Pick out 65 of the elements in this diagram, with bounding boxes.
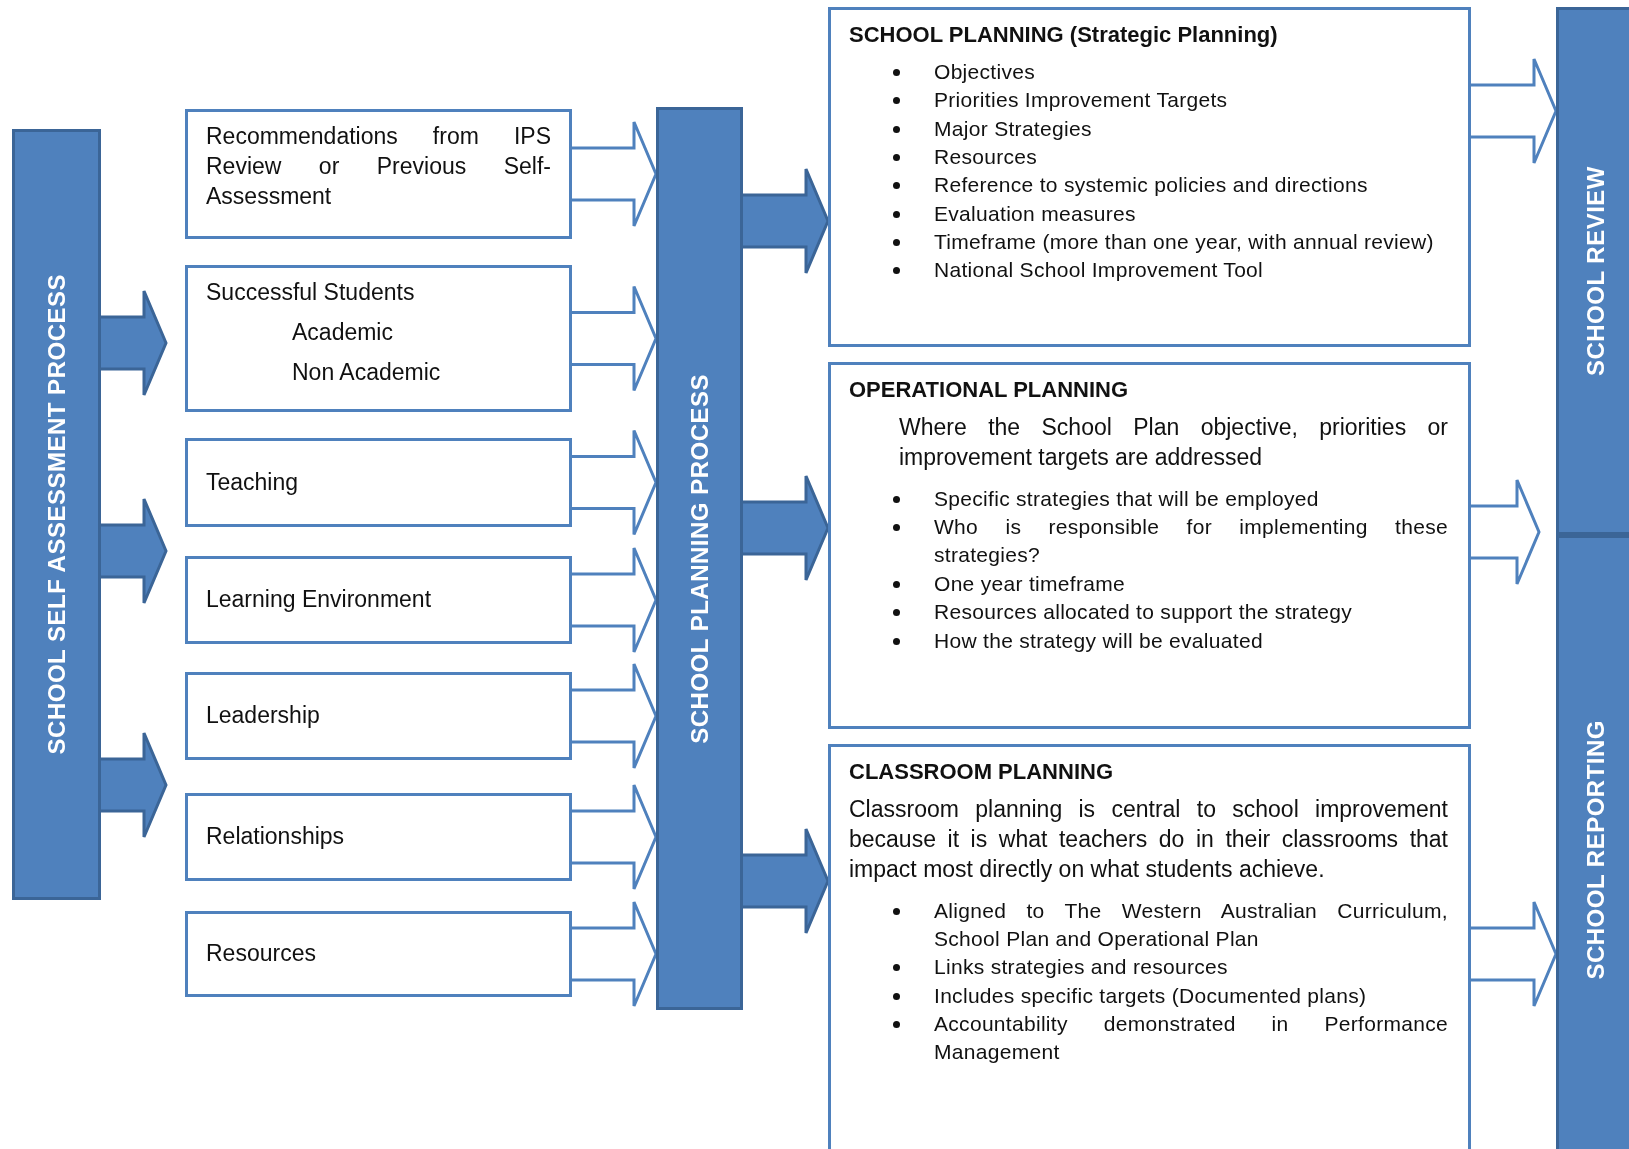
text-box xyxy=(185,911,572,997)
text-box xyxy=(185,109,572,239)
box-text: Learning Environment xyxy=(206,585,433,615)
bullet-item: One year timeframe xyxy=(934,570,1126,597)
bullet-item: Includes specific targets (Documented plans) xyxy=(934,982,1368,1009)
bullet-item: Specific strategies that will be employed xyxy=(934,485,1320,512)
block-arrow xyxy=(570,662,658,770)
box-text: Successful Students xyxy=(206,278,416,307)
text-box xyxy=(185,556,572,644)
text-box xyxy=(185,438,572,527)
block-arrow xyxy=(570,546,658,654)
block-arrow xyxy=(570,900,658,1008)
bullet-item: Resources xyxy=(934,144,1039,171)
block-arrow xyxy=(570,120,658,228)
bullet-item: Evaluation measures xyxy=(934,200,1137,227)
vertical-label: SCHOOL SELF ASSESSMENT PROCESS xyxy=(42,274,71,755)
block-arrow xyxy=(1469,57,1558,165)
bullet-item: National School Improvement Tool xyxy=(934,257,1265,284)
bullet-item: Timeframe (more than one year, with annual review) xyxy=(934,229,1435,256)
bullet-item: Objectives xyxy=(934,59,1037,85)
block-arrow xyxy=(1469,478,1541,586)
bullet-item: How the strategy will be evaluated xyxy=(934,627,1264,654)
text-box xyxy=(185,793,572,881)
heading: CLASSROOM PLANNING xyxy=(849,759,1114,785)
paragraph: Classroom planning is central to school improvement because it is what teachers do in their classrooms that impact most directly on what students achieve. xyxy=(849,795,1448,884)
heading: OPERATIONAL PLANNING xyxy=(849,377,1130,403)
box-text: Teaching xyxy=(206,467,300,497)
box-text: Relationships xyxy=(206,822,346,852)
process-bar xyxy=(12,129,101,900)
bullet-item: Reference to systemic policies and directions xyxy=(934,172,1369,199)
paragraph: Where the School Plan objective, priorities or improvement targets are addressed xyxy=(898,413,1448,472)
process-bar xyxy=(656,107,743,1010)
text-box xyxy=(185,265,572,412)
block-arrow xyxy=(741,827,830,935)
heading: SCHOOL PLANNING (Strategic Planning) xyxy=(849,22,1279,48)
vertical-label: SCHOOL REVIEW xyxy=(1582,165,1610,377)
bullet-item: Aligned to The Western Australian Curriculum, School Plan and Operational Plan xyxy=(934,897,1448,952)
block-arrow xyxy=(99,497,168,605)
box-text: Recommendations from IPS Review or Previous Self-Assessment xyxy=(206,122,551,211)
text-box xyxy=(828,7,1471,347)
vertical-label: SCHOOL REPORTING xyxy=(1582,720,1610,980)
block-arrow xyxy=(570,783,658,891)
box-text: Resources xyxy=(206,939,317,969)
bullet-item: Links strategies and resources xyxy=(934,954,1229,981)
bullet-item: Resources allocated to support the strategy xyxy=(934,599,1353,626)
text-box xyxy=(828,744,1471,1149)
bullet-item: Priorities Improvement Targets xyxy=(934,87,1229,114)
text-box xyxy=(828,362,1471,729)
box-text: Academic xyxy=(291,317,394,347)
box-text: Non Academic xyxy=(291,357,442,387)
bullet-item: Who is responsible for implementing these strategies? xyxy=(934,514,1448,569)
bullet-item: Major Strategies xyxy=(934,115,1093,142)
block-arrow xyxy=(570,285,658,392)
block-arrow xyxy=(99,731,168,839)
bullet-item: Accountability demonstrated in Performance Management xyxy=(934,1011,1448,1066)
process-bar xyxy=(1556,7,1629,535)
process-bar xyxy=(1556,535,1629,1149)
block-arrow xyxy=(99,289,168,397)
block-arrow xyxy=(741,167,830,275)
text-box xyxy=(185,672,572,760)
block-arrow xyxy=(741,474,830,582)
box-text: Leadership xyxy=(206,701,321,731)
block-arrow xyxy=(1469,900,1558,1008)
block-arrow xyxy=(570,429,658,536)
vertical-label: SCHOOL PLANNING PROCESS xyxy=(685,373,714,744)
